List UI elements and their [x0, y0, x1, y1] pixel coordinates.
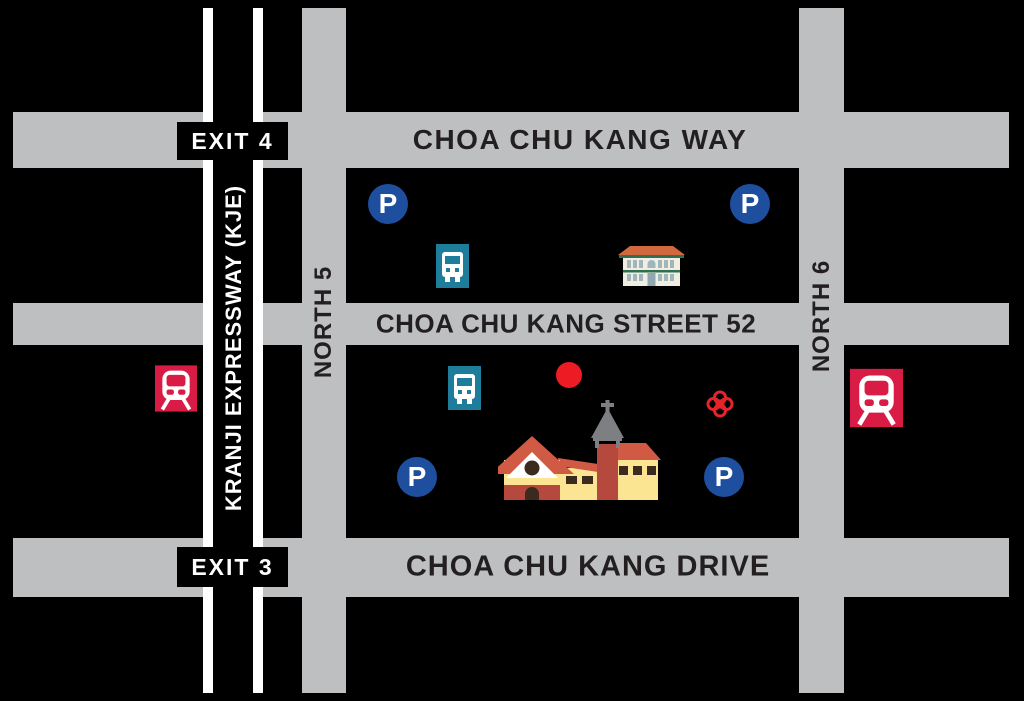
church-building-illustration: [498, 400, 661, 500]
church-quatrefoil-icon: [706, 390, 734, 418]
parking-icon: P: [368, 184, 408, 224]
mrt-station-icon: [850, 368, 903, 428]
exit-3-sign: EXIT 3: [177, 547, 288, 587]
school-building-illustration: [618, 246, 685, 286]
parking-letter: P: [407, 461, 427, 492]
exit-4-sign: EXIT 4: [177, 122, 288, 160]
mrt-station-icon: [155, 365, 197, 412]
road-label-north-5: NORTH 5: [310, 265, 337, 379]
parking-icon: P: [704, 457, 744, 497]
bus-stop-icon: [436, 244, 469, 288]
road-north-5: [302, 8, 346, 693]
road-label-choa-chu-kang-street-52: CHOA CHU KANG STREET 52: [375, 308, 757, 339]
road-label-choa-chu-kang-way: CHOA CHU KANG WAY: [412, 124, 748, 155]
parking-letter: P: [714, 461, 734, 492]
location-dot-icon: [556, 362, 582, 388]
bus-stop-icon: [448, 366, 481, 410]
parking-letter: P: [740, 188, 760, 219]
parking-letter: P: [378, 188, 398, 219]
road-label-choa-chu-kang-drive: CHOA CHU KANG DRIVE: [405, 550, 771, 583]
road-north-6: [799, 8, 844, 693]
exit-4-label: EXIT 4: [191, 127, 274, 154]
road-label-kranji-expressway: KRANJI EXPRESSWAY (KJE): [221, 184, 246, 512]
parking-icon: P: [730, 184, 770, 224]
parking-icon: P: [397, 457, 437, 497]
exit-3-label: EXIT 3: [191, 553, 274, 580]
road-label-north-6: NORTH 6: [808, 259, 835, 373]
